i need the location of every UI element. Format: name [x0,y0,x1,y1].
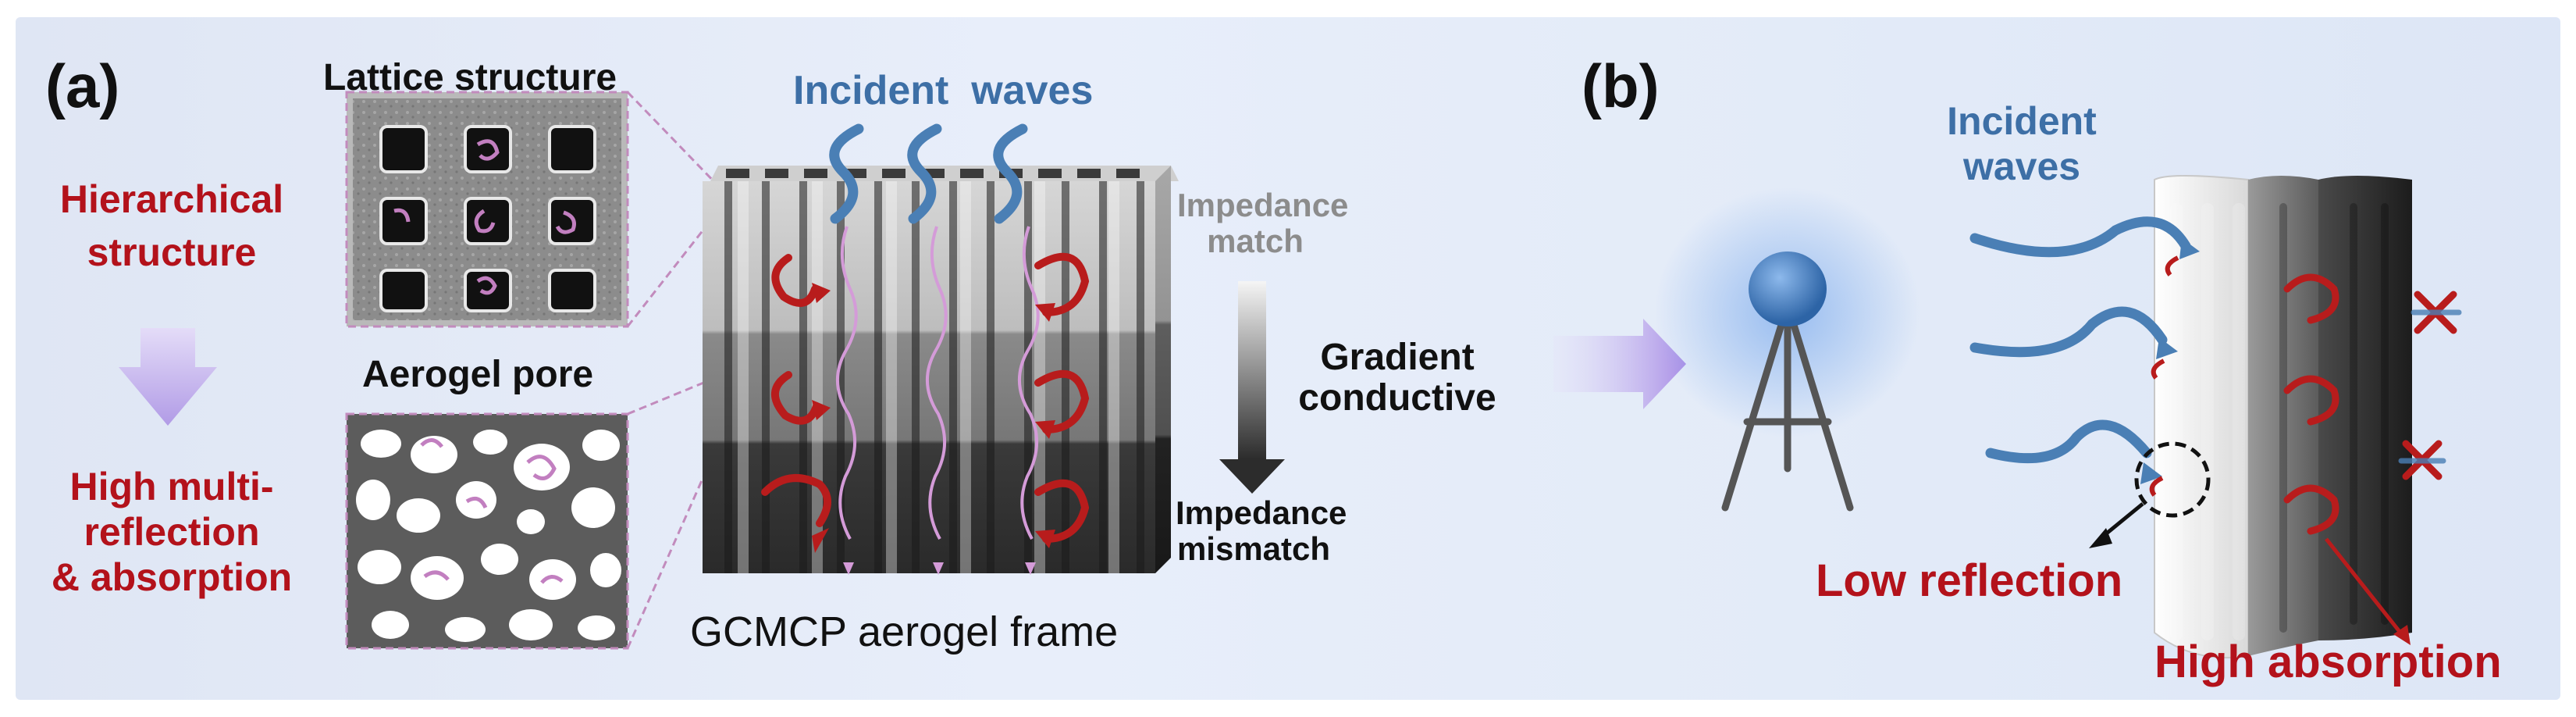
lattice-structure-inset [345,91,629,328]
blocked-transmission-icons [2402,291,2457,480]
high-multi-label-line2: reflection [84,510,260,554]
incident-label-b-line1: Incident [1947,99,2097,143]
down-arrow-icon [119,328,217,426]
hierarchical-label-line1: Hierarchical [59,177,284,221]
antenna-tower-icon [1655,187,1920,512]
low-reflection-label: Low reflection [1816,555,2123,606]
aerogel-pore-inset [345,412,629,650]
gcmcp-aerogel-cube [703,166,1179,575]
right-arrow-icon [1553,319,1686,409]
incident-waves-label-a: Incident waves [793,68,1094,113]
incident-wave-lines-b [1969,216,2191,464]
panel-b-label: (b) [1582,52,1660,120]
gradient-label-line2: conductive [1298,377,1496,419]
lattice-structure-title: Lattice structure [323,57,617,98]
impedance-match-line1: Impedance [1177,187,1349,223]
hierarchical-label-line2: structure [87,230,257,274]
low-reflection-arrow-icon [2089,528,2112,548]
gradient-conductive-arrow [1219,281,1285,494]
impedance-mismatch-line1: Impedance [1176,494,1347,531]
frame-caption: GCMCP aerogel frame [690,608,1119,655]
absorber-plates [2154,175,2412,658]
impedance-mismatch-line2: mismatch [1176,530,1331,567]
incident-wave-lines-a [829,123,1028,224]
impedance-match-line2: match [1207,223,1304,259]
aerogel-pore-title: Aerogel pore [362,354,594,395]
panel-a-label: (a) [45,52,120,120]
high-multi-label-line3: & absorption [51,555,293,599]
high-absorption-label: High absorption [2154,637,2502,687]
high-multi-label-line1: High multi- [69,465,274,508]
high-absorption-arrow-icon [2393,625,2411,645]
incident-label-b-line2: waves [1962,144,2081,188]
reflection-highlight-circle [2134,441,2211,518]
gradient-label-line1: Gradient [1320,337,1475,378]
